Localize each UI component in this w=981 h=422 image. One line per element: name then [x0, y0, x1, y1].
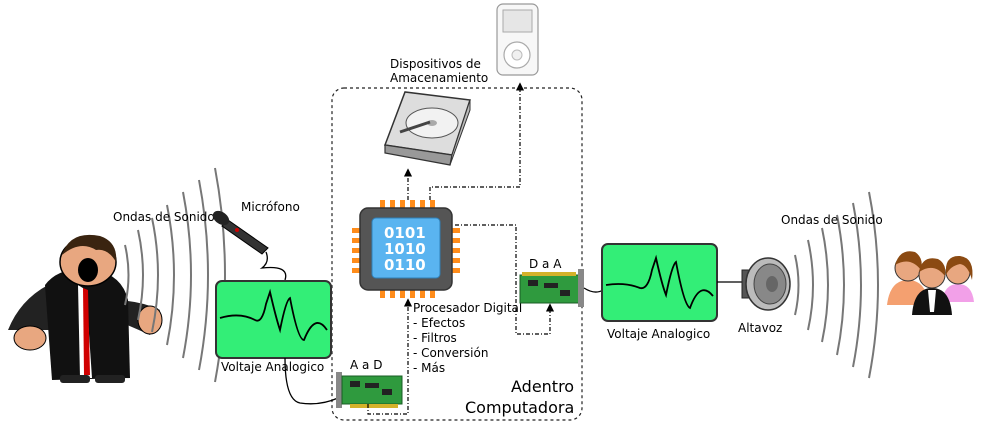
adc-to-processor-path	[367, 298, 413, 415]
microphone-icon	[212, 210, 269, 255]
sound-waves-left-label: Ondas de Sonido	[113, 210, 215, 224]
scope-to-adc-cable	[284, 357, 339, 405]
sound-waves-right	[794, 191, 879, 379]
media-player-icon	[496, 3, 539, 76]
chip-bits-row-1: 0101	[384, 224, 426, 242]
microphone-label: Micrófono	[241, 200, 300, 214]
processor-to-media-player-path	[429, 82, 525, 200]
processor-to-dac-path	[455, 224, 555, 335]
processor-item: - Conversión	[413, 346, 488, 360]
dac-to-scope-cable	[583, 287, 604, 293]
computer-boundary	[331, 87, 583, 421]
sound-waves-right-label: Ondas de Sonido	[781, 213, 883, 227]
audience-icon	[887, 251, 974, 315]
chip-bits-row-2: 1010	[384, 240, 426, 258]
speaker-icon	[741, 257, 791, 311]
chip-bits-row-3: 0110	[384, 256, 426, 274]
analog-voltage-scope-right	[601, 243, 718, 322]
analog-voltage-scope-left	[215, 280, 332, 359]
adc-label: A a D	[350, 358, 382, 372]
singer-figure	[8, 234, 163, 383]
storage-label-line2: Amacenamiento	[390, 71, 488, 85]
speaker-label: Altavoz	[738, 321, 782, 335]
dac-card	[519, 269, 584, 307]
adc-card	[336, 372, 403, 408]
dac-label: D a A	[529, 257, 562, 271]
processor-item: - Filtros	[413, 331, 457, 345]
sound-waves-left	[124, 167, 226, 383]
mic-cable	[259, 251, 287, 281]
analog-voltage-left-label: Voltaje Analogico	[221, 360, 324, 374]
storage-label-line1: Dispositivos de	[390, 57, 481, 71]
processor-label: Procesador Digital	[413, 301, 522, 315]
processor-item: - Efectos	[413, 316, 465, 330]
hard-drive-icon	[383, 91, 471, 166]
computer-label-line2: Computadora	[465, 398, 574, 417]
analog-voltage-right-label: Voltaje Analogico	[607, 327, 710, 341]
computer-label-line1: Adentro	[511, 377, 574, 396]
processor-chip	[352, 200, 460, 298]
processor-item: - Más	[413, 361, 445, 375]
